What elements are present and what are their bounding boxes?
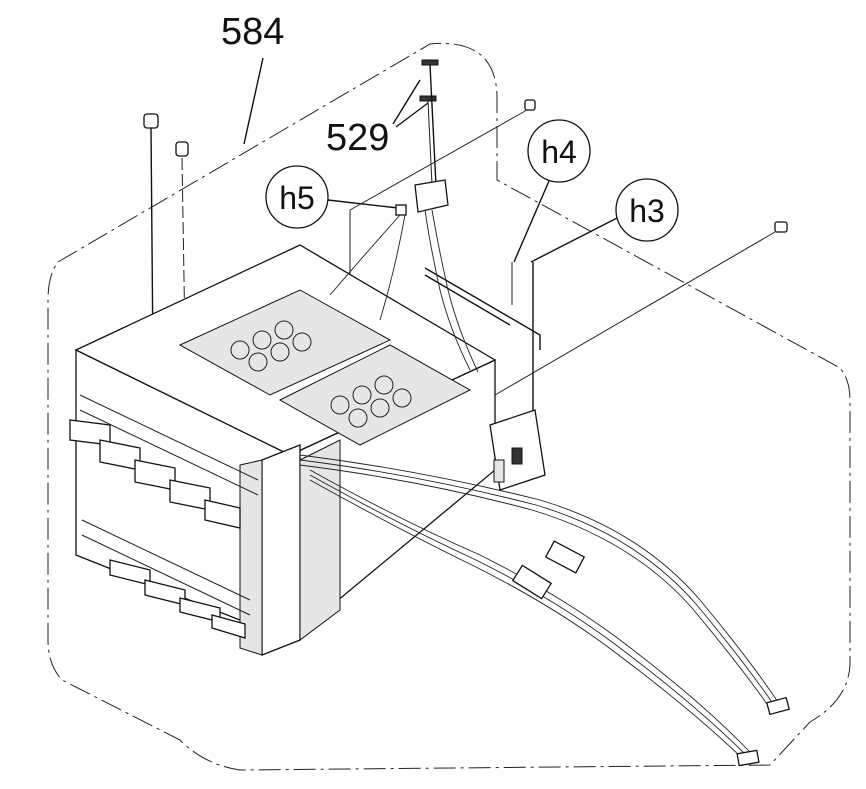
leader-h3 [530, 217, 618, 263]
leader-h5 [327, 199, 399, 209]
svg-text:h5: h5 [279, 180, 315, 216]
leader-h4 [513, 180, 550, 263]
svg-text:h3: h3 [629, 193, 665, 229]
connector-module [489, 409, 546, 491]
screw-far-right [494, 221, 788, 396]
leader-529-b [395, 102, 429, 128]
leader-584 [243, 57, 264, 145]
callout-h5: h5 [265, 165, 329, 229]
callout-h3: h3 [615, 178, 679, 242]
svg-text:h4: h4 [541, 134, 577, 170]
drive-cage [69, 244, 541, 656]
flat-cables [299, 454, 791, 767]
top-harness [329, 179, 479, 373]
screw-pair-529 [419, 59, 439, 186]
callout-529: 529 [326, 117, 389, 159]
screw-top-right [349, 99, 536, 282]
leader-529-a [392, 79, 421, 125]
callout-h4: h4 [527, 119, 591, 183]
assembly-boundary [47, 42, 851, 771]
fan-grid [178, 289, 472, 446]
callout-584: 584 [221, 11, 284, 53]
